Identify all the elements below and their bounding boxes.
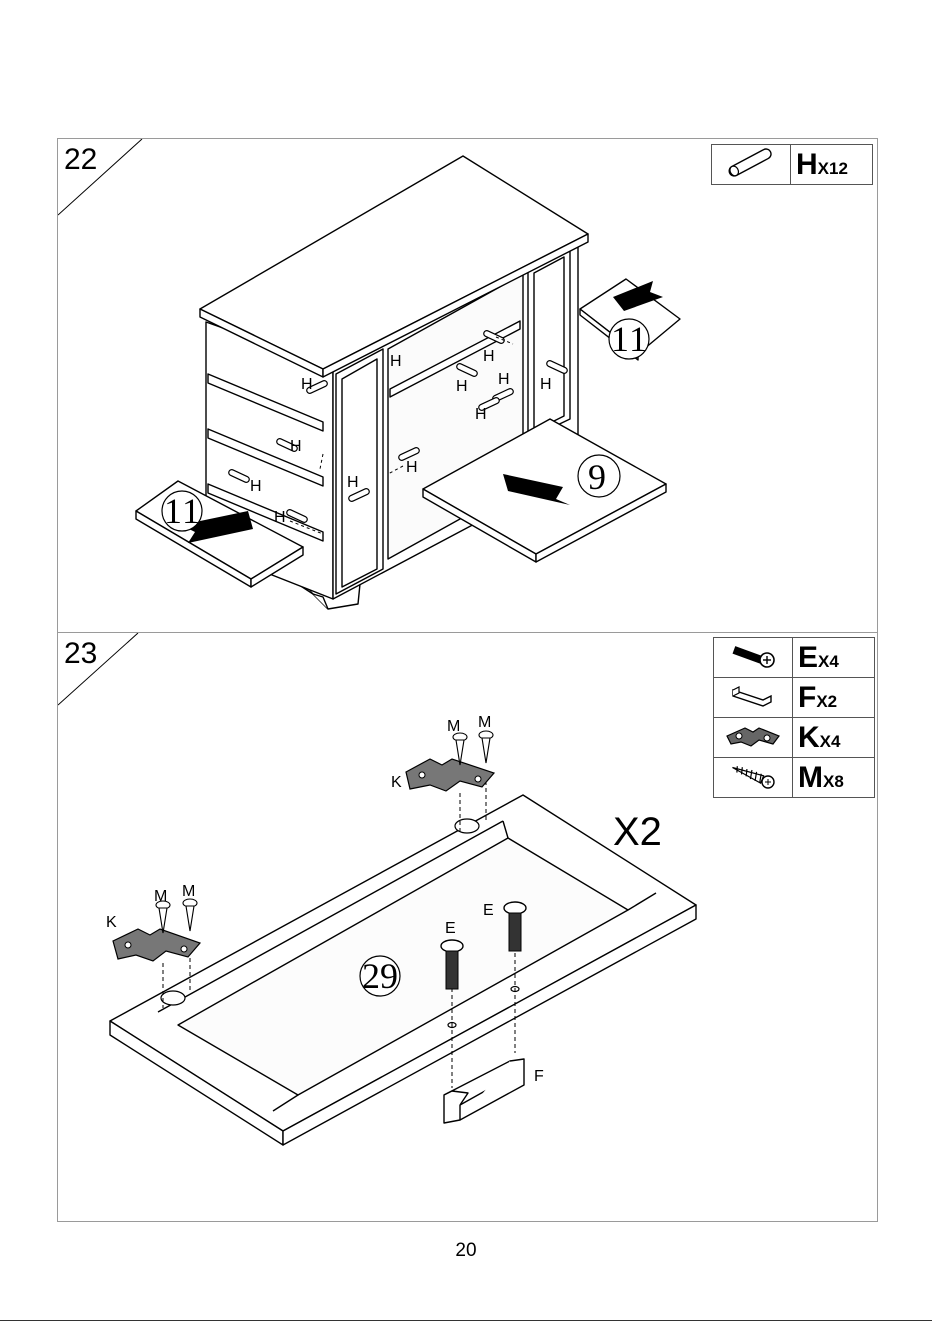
screw-label: E — [445, 920, 456, 937]
dowel-label: H — [475, 406, 487, 423]
hinge-label: K — [391, 774, 402, 791]
bottom-rule — [0, 1320, 932, 1321]
door-panel-29-label: 29 — [362, 956, 398, 996]
step-23-panel: 23 EX4 — [57, 632, 878, 1222]
handle-label: F — [534, 1068, 544, 1085]
hinge-label: K — [106, 914, 117, 931]
panel-11-label: 11 — [164, 491, 200, 531]
page-number: 20 — [0, 1240, 932, 1262]
screw-label: E — [483, 902, 494, 919]
wood-screw-label: M — [478, 714, 491, 731]
dowel-label: H — [347, 474, 359, 491]
dowel-label: H — [406, 459, 418, 476]
panel-11-label: 11 — [611, 319, 647, 359]
panel-9-label: 9 — [588, 457, 606, 497]
wood-screw-label: M — [154, 888, 167, 905]
dowel-label: H — [540, 376, 552, 393]
step-22-panel: 22 HX12 — [57, 138, 878, 633]
dowel-label: H — [301, 376, 313, 393]
door-assembly-drawing: K M M K M M E E F 29 X2 — [58, 633, 877, 1221]
dowel-label: H — [498, 371, 510, 388]
dowel-label: H — [290, 438, 302, 455]
quantity-multiplier: X2 — [613, 810, 662, 854]
dowel-label: H — [390, 353, 402, 370]
dowel-label: H — [250, 478, 262, 495]
cabinet-assembly-drawing: H H H H H H H H H H H H 11 11 9 — [58, 139, 877, 632]
dowel-label: H — [483, 348, 495, 365]
dowel-label: H — [274, 509, 286, 526]
dowel-label: H — [456, 378, 468, 395]
wood-screw-label: M — [447, 718, 460, 735]
wood-screw-label: M — [182, 883, 195, 900]
